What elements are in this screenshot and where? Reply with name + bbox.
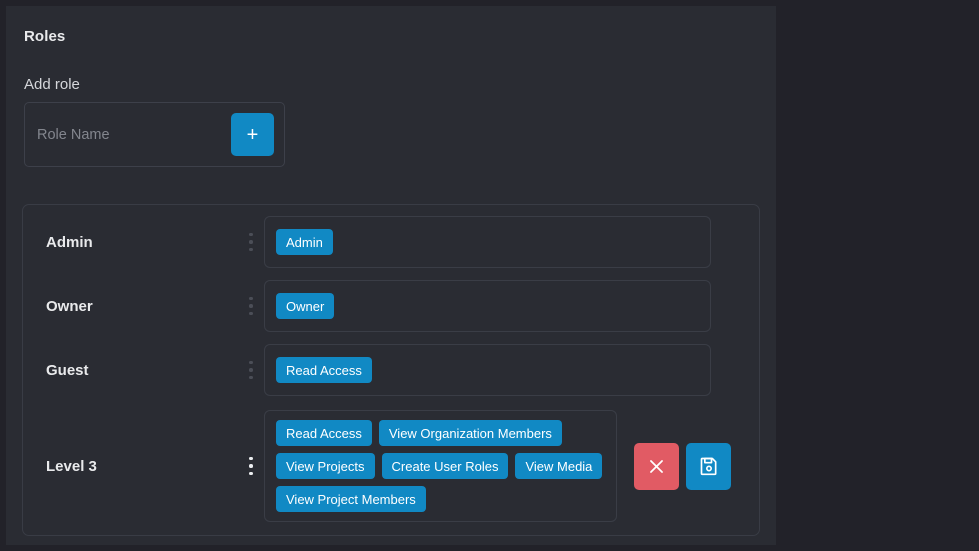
- floppy-disk-save-icon: [699, 456, 719, 476]
- permission-tag[interactable]: View Project Members: [276, 486, 426, 512]
- permission-tag[interactable]: Owner: [276, 293, 335, 319]
- drag-handle-dots-icon[interactable]: [238, 225, 264, 259]
- role-name-input[interactable]: [37, 103, 231, 166]
- role-permissions-box: Admin: [264, 216, 711, 268]
- role-permissions-box: Read Access View Organization Members Vi…: [264, 410, 617, 522]
- cancel-button[interactable]: [634, 442, 679, 490]
- row-actions: [634, 442, 731, 490]
- roles-list-card: Admin Admin Owner Owner Gu: [22, 204, 760, 536]
- table-row[interactable]: Owner Owner: [23, 279, 759, 333]
- permission-tag[interactable]: Read Access: [276, 420, 372, 446]
- permission-tag[interactable]: Admin: [276, 229, 333, 255]
- role-name: Level 3: [46, 457, 97, 475]
- role-name: Admin: [46, 233, 93, 251]
- table-row[interactable]: Admin Admin: [23, 215, 759, 269]
- permission-tag[interactable]: View Organization Members: [378, 420, 562, 446]
- close-x-icon: [647, 457, 666, 476]
- add-role-label: Add role: [24, 76, 80, 93]
- role-permissions-box: Owner: [264, 280, 711, 332]
- drag-handle-dots-icon[interactable]: [238, 449, 264, 483]
- role-name: Owner: [46, 297, 93, 315]
- drag-handle-dots-icon[interactable]: [238, 289, 264, 323]
- roles-panel: Roles Add role + Admin Admin Owner: [6, 6, 776, 545]
- permission-tag[interactable]: View Projects: [276, 453, 375, 479]
- role-name: Guest: [46, 361, 89, 379]
- permission-tag[interactable]: Read Access: [276, 357, 372, 383]
- permission-tag[interactable]: View Media: [515, 453, 603, 479]
- page-title: Roles: [24, 28, 66, 45]
- table-row[interactable]: Level 3 Read Access View Organization Me…: [23, 407, 759, 525]
- drag-handle-dots-icon[interactable]: [238, 353, 264, 387]
- permission-tag[interactable]: Create User Roles: [381, 453, 509, 479]
- save-button[interactable]: [686, 442, 731, 490]
- add-role-button[interactable]: +: [231, 113, 274, 156]
- table-row[interactable]: Guest Read Access: [23, 343, 759, 397]
- role-permissions-box: Read Access: [264, 344, 711, 396]
- add-role-field: +: [24, 102, 285, 167]
